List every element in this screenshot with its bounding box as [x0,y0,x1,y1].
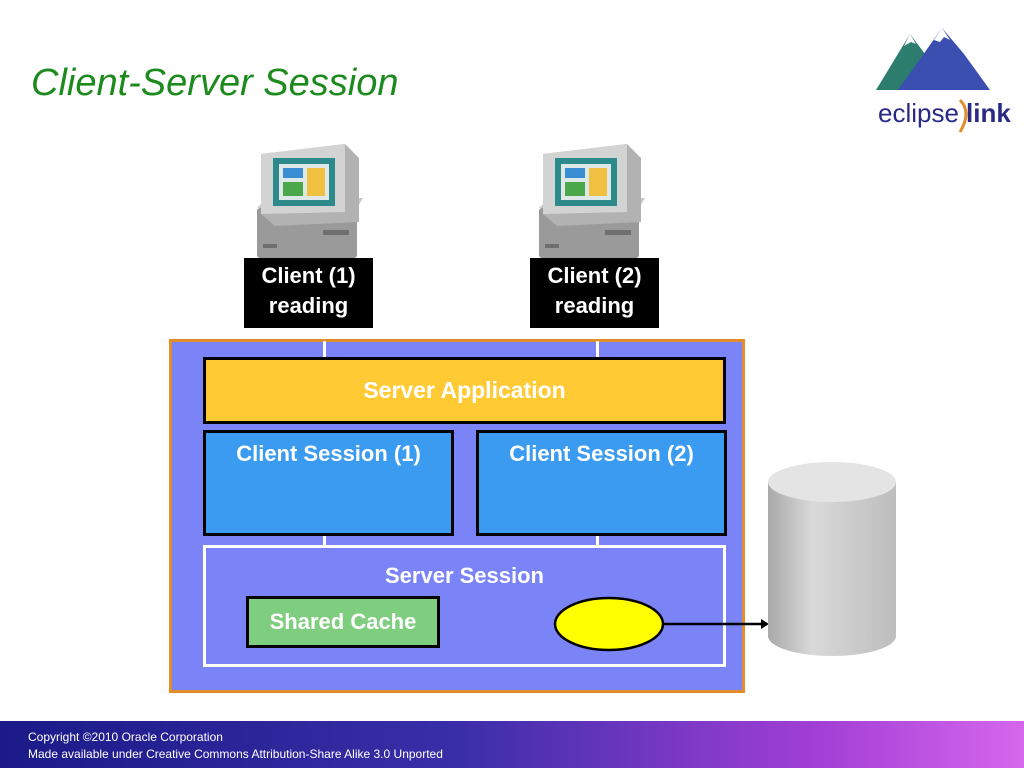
client-session-2-box: Client Session (2) [476,430,727,536]
server-session-box [203,545,726,667]
logo-mountain-front [898,28,990,90]
database-arrowhead [761,619,769,629]
logo-snow [934,28,950,42]
footer-bar [0,721,1024,768]
client-1-label-line2: reading [268,293,349,318]
client-1-label: Client (1) reading [244,258,373,328]
footer-copyright: Copyright ©2010 Oracle Corporation [28,730,223,744]
client-session-1-label: Client Session (1) [236,441,421,466]
shared-cache-label: Shared Cache [269,609,417,634]
client-1-connector-line [323,341,326,358]
client-2-session-link [596,535,599,546]
connection-pool-arrow [553,596,769,652]
server-application-box: Server Application [203,357,726,424]
logo-wordmark-link: link [966,98,1011,128]
client-session-2-label: Client Session (2) [509,441,694,466]
client-1-label-line1: Client (1) [261,263,356,288]
client-session-1-box: Client Session (1) [203,430,454,536]
eclipselink-logo: eclipse link [876,28,1011,133]
server-application-label: Server Application [363,377,566,403]
client-2-label: Client (2) reading [530,258,659,328]
client-1-session-link [323,535,326,546]
shared-cache-box: Shared Cache [246,596,440,648]
logo-snow-left [904,34,916,46]
server-session-label: Server Session [385,563,544,588]
computer-icon [257,144,363,258]
logo-wordmark-eclipse: eclipse [878,98,959,128]
database-icon [768,462,896,656]
client-2-label-line2: reading [554,293,635,318]
client-2-connector-line [596,341,599,358]
logo-parenthesis [958,98,968,133]
computer-icon [539,144,645,258]
slide-title: Client-Server Session [31,62,399,104]
client-2-label-line1: Client (2) [547,263,642,288]
footer-license: Made available under Creative Commons At… [28,747,443,761]
connection-pool-ellipse [553,596,665,652]
